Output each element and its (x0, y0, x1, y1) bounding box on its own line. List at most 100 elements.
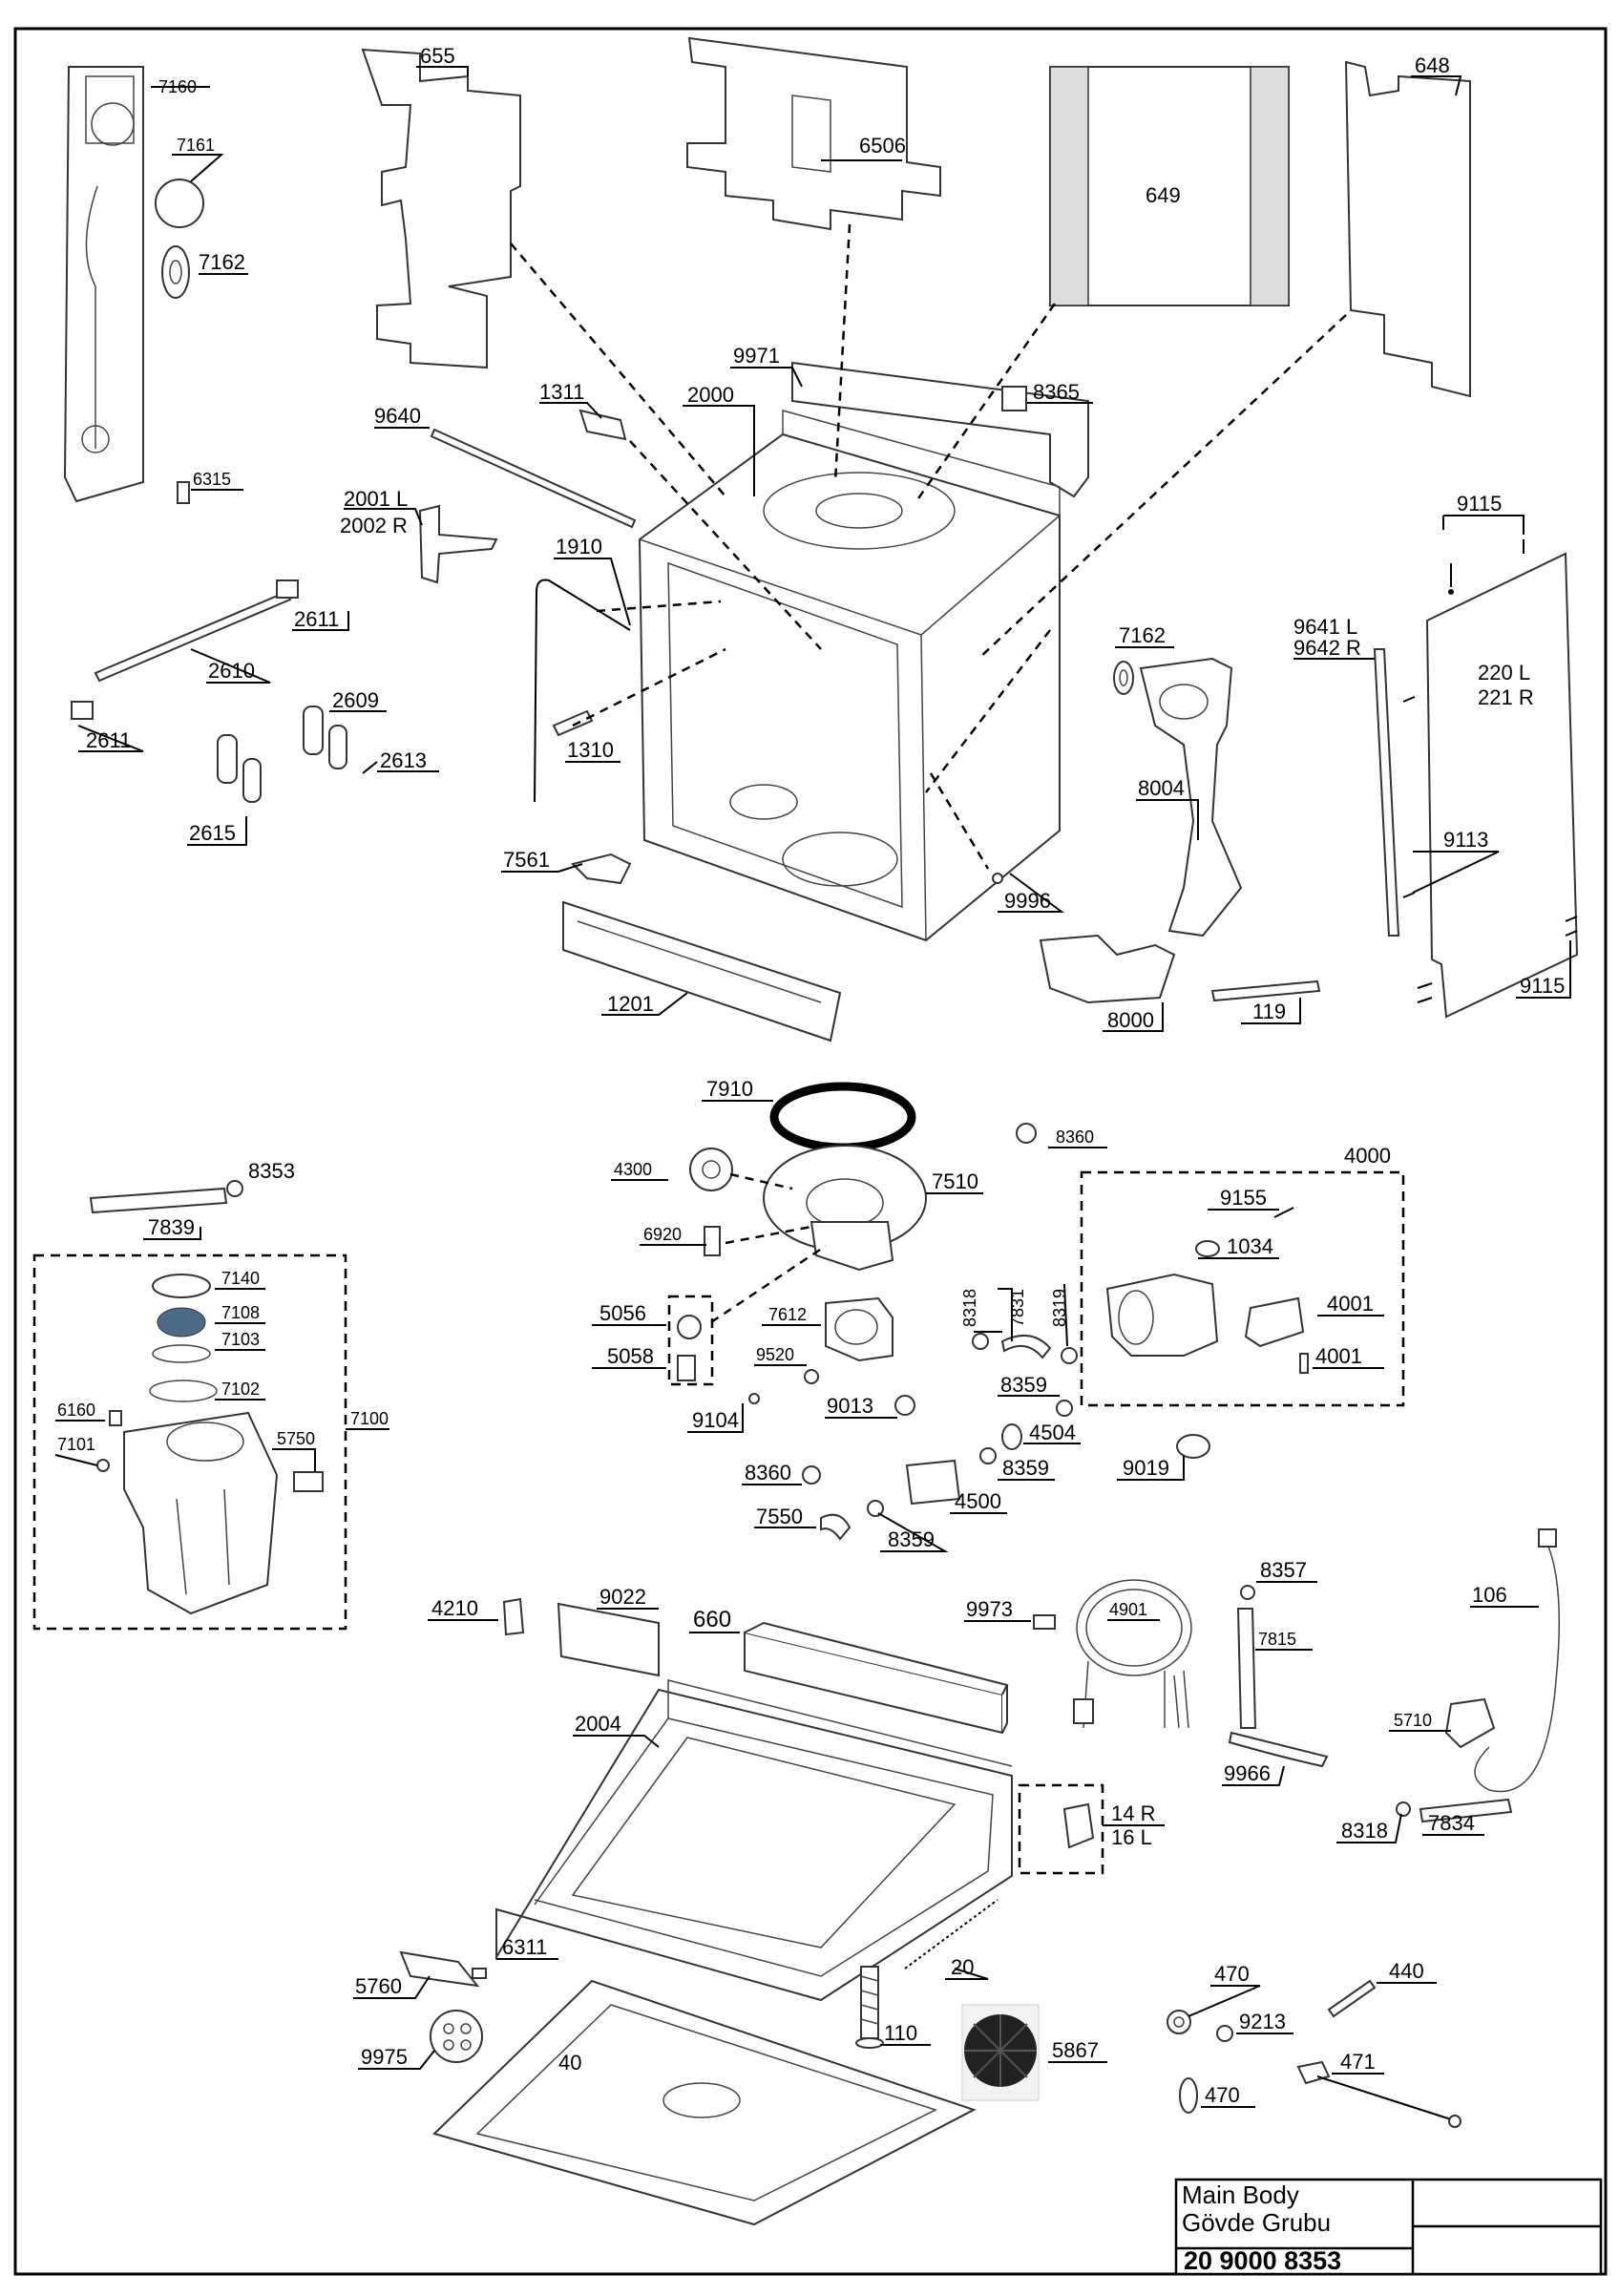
part-9013-drawing (894, 1395, 915, 1416)
callout-8004: 8004 (1138, 776, 1185, 800)
callout-4001-upper: 4001 (1327, 1292, 1374, 1316)
part-8360b-drawing (802, 1465, 821, 1485)
part-2610-drawing (94, 590, 292, 683)
callout-8319: 8319 (1050, 1289, 1069, 1327)
callout-648: 648 (1415, 53, 1450, 77)
part-4500-drawing (905, 1459, 961, 1506)
part-7612-drawing (825, 1296, 894, 1362)
callout-7834: 7834 (1428, 1811, 1475, 1835)
callout-7550: 7550 (756, 1505, 803, 1528)
callout-2615: 2615 (189, 821, 236, 845)
part-7160-drawing (63, 66, 144, 503)
part-649-drawing (1049, 66, 1290, 306)
part-5760-drawing (399, 1950, 480, 1988)
callout-9966: 9966 (1224, 1761, 1271, 1785)
part-106-drawing (1474, 1541, 1561, 1793)
callout-106: 106 (1472, 1583, 1507, 1607)
part-7550-drawing (820, 1513, 852, 1541)
callout-7102: 7102 (221, 1380, 260, 1399)
callout-7140: 7140 (221, 1269, 260, 1288)
part-7839-drawing (89, 1187, 228, 1214)
title-part-number: 20 9000 8353 (1184, 2246, 1341, 2275)
part-7834-drawing (1419, 1798, 1513, 1823)
association-lines (32, 223, 1405, 1875)
callout-6315: 6315 (193, 470, 231, 489)
callout-7100: 7100 (350, 1409, 389, 1428)
callout-655: 655 (420, 44, 455, 68)
callout-7561: 7561 (503, 848, 550, 872)
part-9115-screws-drawing (1402, 539, 1578, 1003)
callout-6311: 6311 (502, 1935, 547, 1959)
part-9996-drawing (992, 873, 1003, 884)
callout-7910: 7910 (706, 1077, 753, 1101)
callout-4001-lower: 4001 (1315, 1344, 1362, 1368)
callout-labels: 7160 7161 7162 6315 655 6506 649 648 997… (57, 44, 1565, 2107)
part-2615-drawing (217, 734, 238, 784)
part-2609-drawing (303, 706, 324, 755)
callout-7103: 7103 (221, 1330, 260, 1349)
part-7100-drawing (123, 1274, 279, 1615)
part-471-drawing (1296, 2060, 1461, 2128)
part-4901-drawing (1073, 1579, 1192, 1729)
leader-lines (54, 66, 1571, 2108)
callout-9996: 9996 (1004, 889, 1051, 913)
callout-5867: 5867 (1052, 2038, 1099, 2062)
callout-1910: 1910 (556, 535, 602, 558)
part-6920-drawing (704, 1226, 721, 1256)
part-9973-drawing (1033, 1614, 1056, 1630)
callout-14r: 14 R (1111, 1801, 1155, 1825)
callout-7101: 7101 (57, 1435, 95, 1454)
part-7815-drawing (1236, 1608, 1257, 1729)
callout-4901: 4901 (1109, 1600, 1147, 1619)
part-5750-drawing (293, 1471, 324, 1492)
part-8360a-drawing (1016, 1123, 1037, 1144)
part-6160-drawing (109, 1410, 122, 1426)
part-7162b-drawing (1113, 661, 1134, 695)
group-box-4000 (1080, 1170, 1405, 1407)
callout-220: 220 L (1478, 661, 1530, 685)
part-40-drawing (432, 1979, 977, 2226)
callout-9975: 9975 (361, 2045, 408, 2069)
part-9155-drawing (1273, 1207, 1294, 1218)
part-6311-drawing (472, 1968, 487, 1979)
callout-9642: 9642 R (1293, 636, 1361, 660)
callout-440: 440 (1389, 1959, 1424, 1983)
callout-1310: 1310 (567, 738, 614, 762)
part-4504-drawing (1001, 1423, 1022, 1450)
part-8318a-drawing (972, 1333, 989, 1350)
part-8319-drawing (1061, 1347, 1078, 1364)
part-2004-drawing (495, 1679, 1013, 2002)
callout-6920: 6920 (643, 1225, 682, 1244)
callout-7510: 7510 (932, 1169, 978, 1193)
part-7831-drawing (1000, 1334, 1052, 1359)
part-4300-drawing (689, 1148, 733, 1191)
callout-4210: 4210 (431, 1596, 478, 1620)
part-8359c-drawing (867, 1500, 884, 1517)
part-9022-drawing (557, 1602, 660, 1677)
callout-7161: 7161 (177, 136, 215, 155)
part-7910-drawing (769, 1082, 916, 1152)
part-1910-drawing (534, 579, 631, 803)
part-2000-tub-drawing (638, 410, 1061, 942)
callout-1311: 1311 (539, 380, 584, 404)
title-block: Main Body Gövde Grubu 20 9000 8353 (1174, 2178, 1603, 2276)
part-14r-drawing (1062, 1802, 1095, 1849)
callout-8000: 8000 (1107, 1008, 1154, 1032)
callout-7839: 7839 (148, 1215, 195, 1239)
part-7101-drawing (96, 1459, 110, 1472)
callout-7162: 7162 (199, 250, 245, 274)
callout-8359-mid: 8359 (1002, 1456, 1049, 1480)
callout-1034: 1034 (1227, 1234, 1273, 1258)
part-8318b-drawing (1396, 1801, 1411, 1817)
part-9975-drawing (430, 2010, 483, 2063)
callout-40: 40 (558, 2051, 581, 2075)
callout-4500: 4500 (955, 1489, 1001, 1513)
part-6315-drawing (177, 481, 190, 504)
part-8365-drawing (1001, 386, 1027, 411)
part-8000-drawing (1039, 934, 1176, 1004)
callout-9022: 9022 (599, 1585, 646, 1609)
callout-9013: 9013 (827, 1394, 873, 1418)
part-1310-drawing (552, 709, 594, 737)
callout-2610: 2610 (208, 659, 255, 683)
part-8357-drawing (1240, 1585, 1255, 1600)
